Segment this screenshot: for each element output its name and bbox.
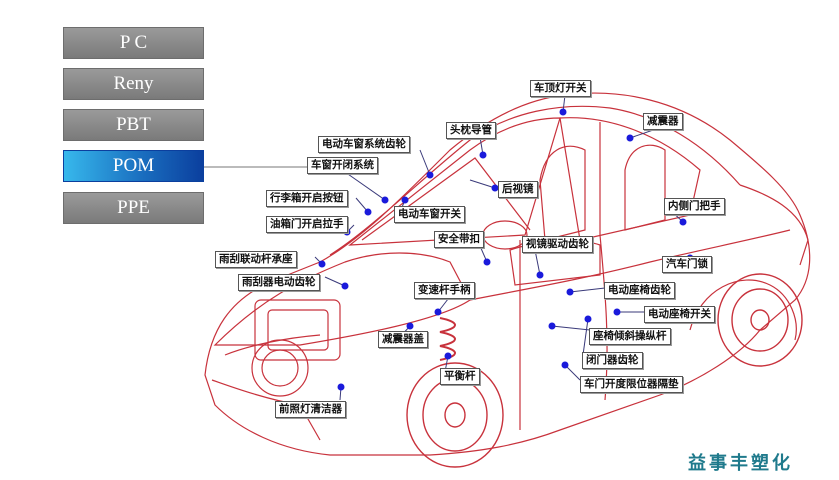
label-seat-switch: 电动座椅开关 — [644, 306, 715, 323]
label-trunk-button: 行李箱开启按钮 — [266, 190, 348, 207]
label-seat-belt-buckle: 安全带扣 — [434, 231, 484, 248]
tab-pom[interactable]: POM — [63, 150, 204, 182]
label-shock-absorber-top: 减震器 — [643, 113, 683, 130]
label-door-closer-gear: 闭门器齿轮 — [582, 352, 643, 369]
label-fuel-door-handle: 油箱门开启拉手 — [266, 216, 348, 233]
label-window-gear: 电动车窗系统齿轮 — [318, 136, 410, 153]
label-roof-light-switch: 车顶灯开关 — [530, 80, 591, 97]
label-headlamp-cleaner: 前照灯清洁器 — [275, 401, 346, 418]
label-inner-door-handle: 内侧门把手 — [664, 198, 725, 215]
brand-logo-text: 益事丰塑化 — [688, 453, 793, 474]
tab-pbt[interactable]: PBT — [63, 109, 204, 141]
label-stabilizer-bar: 平衡杆 — [440, 368, 480, 385]
car-wheels — [406, 273, 803, 468]
tab-pc[interactable]: P C — [63, 27, 204, 59]
label-gear-shift-handle: 变速杆手柄 — [414, 282, 475, 299]
label-shock-absorber-cover: 减震器盖 — [378, 331, 428, 348]
spring-coil — [439, 317, 456, 361]
label-headrest-guide: 头枕导管 — [446, 122, 496, 139]
label-seat-gear: 电动座椅齿轮 — [604, 282, 675, 299]
label-window-switch: 电动车窗开关 — [394, 206, 465, 223]
label-wiper-link-seat: 雨刮联动杆承座 — [215, 251, 297, 268]
label-mirror-drive-gear: 视镜驱动齿轮 — [522, 236, 593, 253]
label-wiper-motor-gear: 雨刮器电动齿轮 — [238, 274, 320, 291]
label-rear-mirror: 后视镜 — [498, 181, 538, 198]
tab-ppe[interactable]: PPE — [63, 192, 204, 224]
label-door-stop-pad: 车门开度限位器隔垫 — [580, 376, 683, 393]
label-window-close-system: 车窗开闭系统 — [307, 157, 378, 174]
tab-reny[interactable]: Reny — [63, 68, 204, 100]
label-seat-tilt-lever: 座椅倾斜操纵杆 — [589, 328, 671, 345]
label-car-door-lock: 汽车门锁 — [662, 256, 712, 273]
